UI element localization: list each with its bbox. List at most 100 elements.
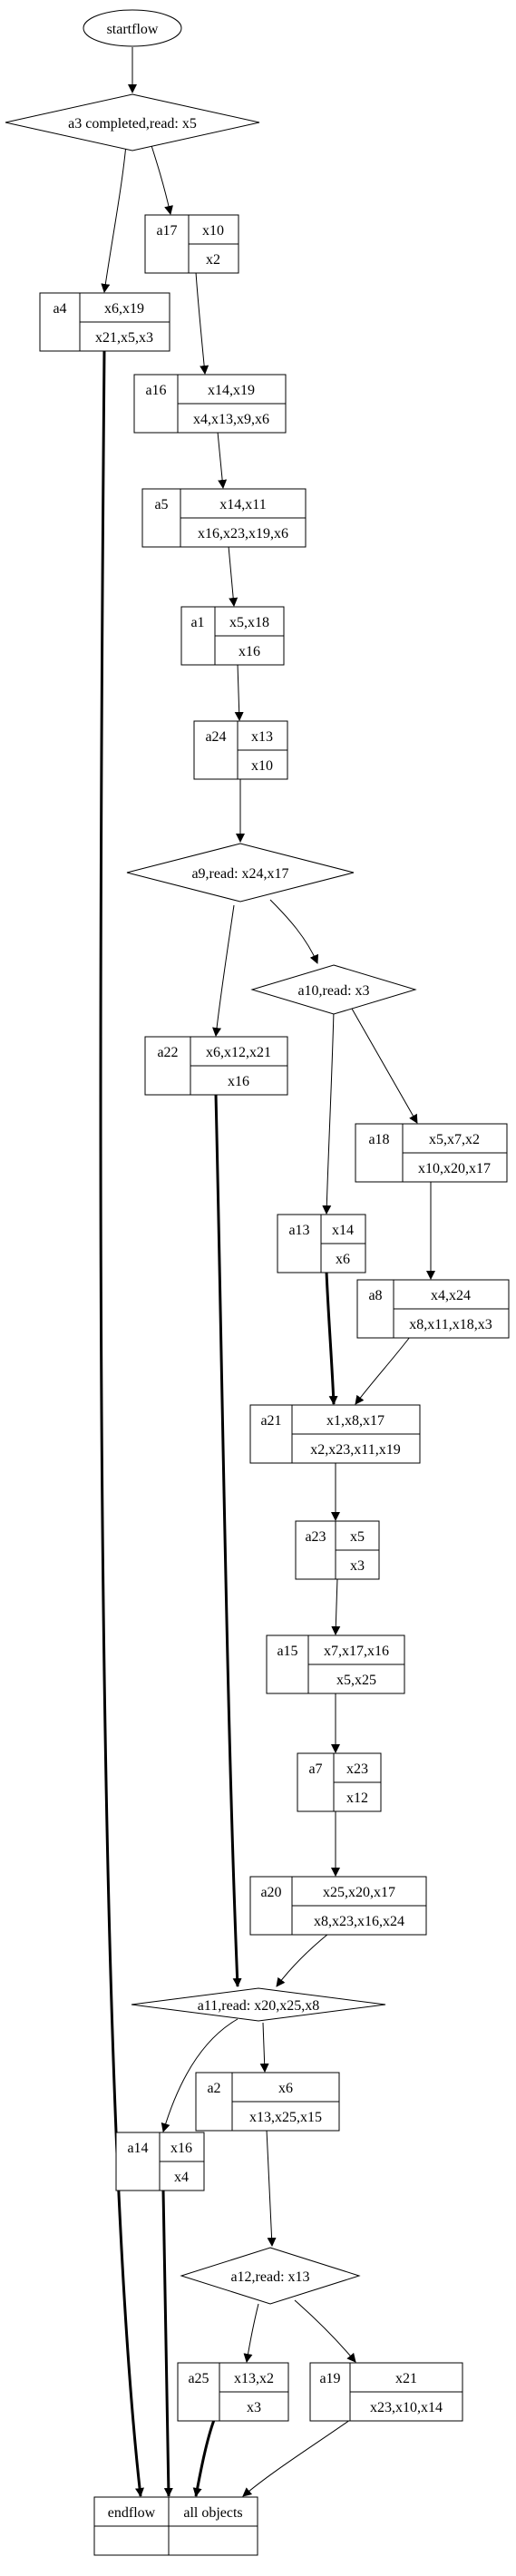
edge-a22-d4: [214, 1093, 242, 1987]
node-a14-id: a14: [127, 2141, 148, 2156]
node-a23-top: x5: [350, 1529, 365, 1545]
edge-d3-a18: [351, 1008, 418, 1124]
node-a25: a25 x13,x2 x3: [177, 2362, 289, 2422]
node-a19-top: x21: [395, 2371, 417, 2386]
edge-a8-a21: [355, 1336, 411, 1405]
node-a21: a21 x1,x8,x17 x2,x23,x11,x19: [249, 1404, 421, 1464]
node-a15-bottom: x5,x25: [336, 1673, 376, 1688]
node-a23-id: a23: [305, 1529, 326, 1545]
decision-a11: a11,read: x20,x25,x8: [131, 1987, 386, 2022]
end-left-label: endflow: [108, 2505, 156, 2521]
node-a22-id: a22: [157, 1045, 178, 1060]
edge-a16-a5: [217, 431, 228, 489]
node-a8-top: x4,x24: [431, 1288, 471, 1303]
edge-d5-a19: [294, 2299, 356, 2363]
node-a5-top: x14,x11: [219, 497, 266, 512]
edge-a14-end: [161, 2189, 173, 2497]
edge-a2-d5: [266, 2129, 277, 2247]
decision-a9-label: a9,read: x24,x17: [191, 866, 288, 882]
node-a22-bottom: x16: [228, 1074, 249, 1089]
decision-a9: a9,read: x24,x17: [126, 843, 355, 903]
node-a16-bottom: x4,x13,x9,x6: [193, 412, 269, 427]
node-a25-top: x13,x2: [234, 2371, 274, 2386]
node-a5-bottom: x16,x23,x19,x6: [198, 526, 288, 542]
edge-d1-a4: [101, 133, 128, 293]
node-a2-id: a2: [207, 2081, 220, 2096]
node-a25-id: a25: [188, 2371, 209, 2386]
node-a1-top: x5,x18: [229, 615, 269, 630]
node-a13: a13 x14 x6: [277, 1214, 366, 1273]
node-a17-top: x10: [202, 223, 224, 239]
edge-a20-d4: [276, 1933, 329, 1987]
node-a1-bottom: x16: [239, 644, 260, 659]
node-a24-bottom: x10: [251, 758, 273, 774]
node-a24-top: x13: [251, 729, 273, 745]
node-a14-bottom: x4: [174, 2170, 189, 2185]
node-a23-bottom: x3: [350, 1558, 365, 1574]
node-a17: a17 x10 x2: [144, 214, 239, 274]
node-a4: a4 x6,x19 x21,x5,x3: [39, 292, 170, 352]
node-a14-top: x16: [170, 2141, 192, 2156]
decision-a3-label: a3 completed,read: x5: [68, 116, 197, 132]
node-a25-bottom: x3: [247, 2400, 261, 2415]
edges: [99, 47, 435, 2497]
decision-a10-label: a10,read: x3: [297, 983, 369, 999]
node-a8-bottom: x8,x11,x18,x3: [409, 1317, 492, 1332]
node-a2-top: x6: [278, 2081, 293, 2096]
decision-a10: a10,read: x3: [250, 964, 417, 1015]
edge-d2-a22: [212, 904, 235, 1037]
node-a5-id: a5: [154, 497, 168, 512]
node-a13-top: x14: [332, 1223, 354, 1238]
edge-d4-a14: [161, 2018, 239, 2132]
node-a15-top: x7,x17,x16: [324, 1644, 389, 1659]
node-a13-id: a13: [288, 1223, 309, 1238]
decision-a12: a12,read: x13: [180, 2247, 361, 2305]
edge-d2-d3: [269, 899, 319, 964]
node-a4-bottom: x21,x5,x3: [95, 330, 153, 346]
node-a17-id: a17: [156, 223, 177, 239]
node-a19-id: a19: [319, 2371, 340, 2386]
node-a18: a18 x5,x7,x2 x10,x20,x17: [355, 1123, 508, 1183]
node-a1-id: a1: [190, 615, 204, 630]
node-a20-bottom: x8,x23,x16,x24: [314, 1914, 404, 1929]
node-a16-id: a16: [145, 383, 166, 398]
edge-a5-a1: [228, 545, 239, 607]
decision-a12-label: a12,read: x13: [230, 2269, 309, 2285]
node-a18-id: a18: [368, 1132, 389, 1147]
start-label: startflow: [107, 22, 159, 37]
node-end: endflow all objects: [93, 2496, 258, 2556]
edge-d3-a13: [322, 1010, 335, 1215]
edge-a17-a16: [195, 271, 209, 375]
edge-d4-a2: [259, 2022, 269, 2073]
node-a24-id: a24: [205, 729, 226, 745]
node-a20-id: a20: [260, 1885, 281, 1900]
node-a4-id: a4: [53, 301, 66, 317]
node-a22: a22 x6,x12,x21 x16: [144, 1036, 288, 1096]
node-a7-top: x23: [346, 1761, 368, 1777]
node-a1: a1 x5,x18 x16: [180, 606, 285, 666]
edge-a13-a21: [325, 1271, 338, 1405]
node-a2: a2 x6 x13,x25,x15: [195, 2072, 340, 2132]
node-a20: a20 x25,x20,x17 x8,x23,x16,x24: [249, 1876, 427, 1936]
node-a24: a24 x13 x10: [193, 720, 288, 780]
node-a18-top: x5,x7,x2: [429, 1132, 480, 1147]
node-a21-top: x1,x8,x17: [326, 1413, 385, 1429]
edge-d5-a25: [243, 2303, 259, 2363]
node-a15-id: a15: [277, 1644, 297, 1659]
edge-a1-a24: [234, 663, 244, 721]
node-a21-bottom: x2,x23,x11,x19: [310, 1442, 400, 1458]
node-a20-top: x25,x20,x17: [323, 1885, 395, 1900]
node-a16: a16 x14,x19 x4,x13,x9,x6: [133, 374, 287, 434]
node-a8-id: a8: [368, 1288, 382, 1303]
node-a19-bottom: x23,x10,x14: [370, 2400, 443, 2415]
node-a21-id: a21: [260, 1413, 281, 1429]
node-a2-bottom: x13,x25,x15: [249, 2110, 322, 2125]
edge-a4-end: [99, 349, 144, 2497]
node-a14: a14 x16 x4: [115, 2132, 205, 2191]
start-node: startflow: [83, 9, 182, 47]
decision-a11-label: a11,read: x20,x25,x8: [198, 1998, 319, 2014]
node-a18-bottom: x10,x20,x17: [418, 1161, 491, 1176]
node-a7-id: a7: [308, 1761, 322, 1777]
end-right-label: all objects: [183, 2505, 242, 2521]
